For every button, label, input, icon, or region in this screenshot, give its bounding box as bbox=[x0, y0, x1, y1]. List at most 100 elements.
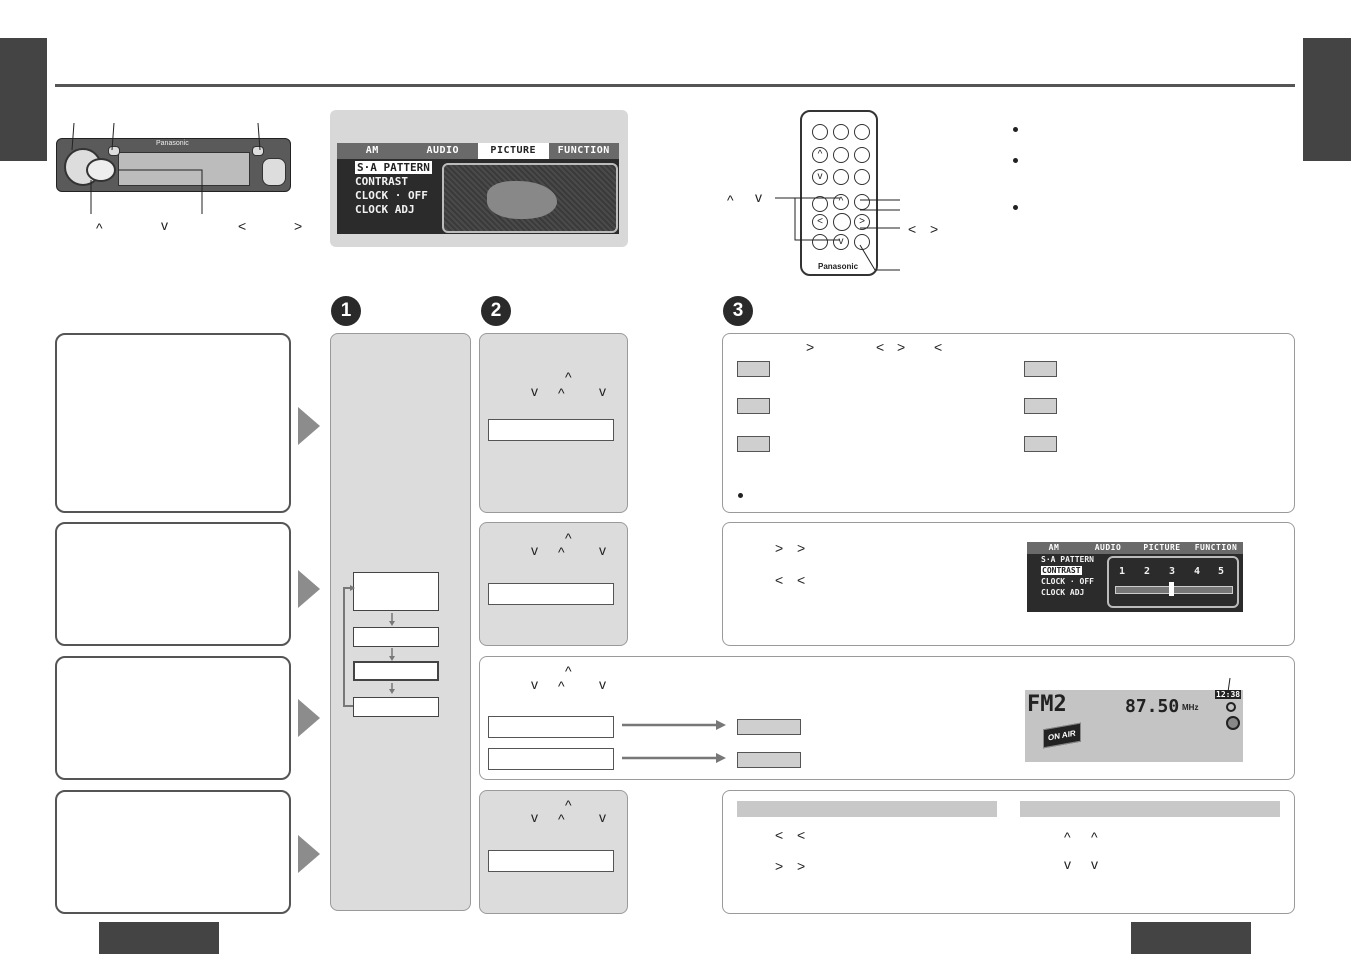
footer-page-tab-left bbox=[99, 922, 219, 954]
flow-box-4 bbox=[353, 697, 439, 717]
remote-brand: Panasonic bbox=[818, 262, 859, 271]
s3p4-left-glyph: < bbox=[775, 827, 784, 843]
contrast-display-tabs: AM AUDIO PICTURE FUNCTION bbox=[1027, 542, 1243, 554]
radio-unit: MHz bbox=[1182, 703, 1199, 712]
display-tab-am: AM bbox=[365, 145, 379, 156]
panel-1-arrow bbox=[298, 407, 320, 445]
radio-band: FM2 bbox=[1027, 692, 1067, 717]
p3-result-arrows bbox=[622, 720, 726, 763]
s2p1-down-glyph-2: v bbox=[599, 383, 606, 399]
remote-button bbox=[833, 169, 849, 185]
flow-box-3 bbox=[353, 661, 439, 681]
p3-option-box-2 bbox=[488, 748, 614, 770]
level-number-2: 2 bbox=[1144, 566, 1151, 577]
s3p1-left-glyph: < bbox=[876, 339, 885, 355]
s3p2-left-glyph: < bbox=[775, 572, 784, 588]
remote-button bbox=[854, 169, 870, 185]
display-tab-picture: PICTURE bbox=[478, 143, 549, 159]
panel-2-arrow bbox=[298, 570, 320, 608]
step-1-panel bbox=[330, 333, 471, 911]
s2p4-up-glyph: ^ bbox=[565, 797, 572, 813]
remote-joystick-left: < bbox=[812, 214, 828, 230]
s3p1-right-glyph: > bbox=[806, 339, 815, 355]
radio-clock: 12:38 bbox=[1215, 690, 1242, 699]
remote-joystick-right: > bbox=[854, 214, 870, 230]
remote-button bbox=[833, 147, 849, 163]
s2p2-down-glyph: v bbox=[531, 542, 538, 558]
note-bullet bbox=[1013, 158, 1018, 163]
display-item-contrast: CONTRAST bbox=[355, 175, 408, 188]
step-2-marker: 2 bbox=[481, 296, 511, 326]
left-section-tab bbox=[0, 38, 47, 161]
unit-up-glyph: ^ bbox=[96, 220, 103, 236]
step-1-marker: 1 bbox=[331, 296, 361, 326]
display-tab-function: FUNCTION bbox=[557, 145, 610, 156]
s3p4-down-glyph-2: v bbox=[1091, 856, 1098, 872]
radio-display: FM2 87.50 MHz 12:38 ON AIR bbox=[1025, 690, 1243, 762]
menu-display-tabs: AM AUDIO PICTURE FUNCTION bbox=[337, 143, 619, 159]
s3p1-left-glyph-2: < bbox=[934, 339, 943, 355]
p3-up-glyph: ^ bbox=[565, 663, 572, 679]
level-number-4: 4 bbox=[1194, 566, 1201, 577]
s2p2-result-box bbox=[488, 583, 614, 605]
s2p4-down-glyph-2: v bbox=[599, 809, 606, 825]
s2p1-result-box bbox=[488, 419, 614, 441]
unit-right-glyph: > bbox=[294, 218, 303, 234]
hour-header-bar bbox=[737, 801, 997, 817]
s2p4-down-glyph: v bbox=[531, 809, 538, 825]
on-air-badge: ON AIR bbox=[1043, 722, 1081, 749]
pattern-option-5 bbox=[1024, 398, 1057, 414]
pattern-option-2 bbox=[737, 398, 770, 414]
panel-4-arrow bbox=[298, 835, 320, 873]
head-unit-callouts bbox=[71, 122, 261, 214]
s3p1-right-glyph-2: > bbox=[897, 339, 906, 355]
right-section-tab bbox=[1303, 38, 1351, 161]
contrast-display: AM AUDIO PICTURE FUNCTION S·A PATTERN CO… bbox=[1027, 542, 1243, 612]
remote-up-glyph: ^ bbox=[727, 192, 734, 208]
p3-result-box-1 bbox=[737, 719, 801, 735]
mode-panel-2 bbox=[55, 522, 291, 646]
p3-result-box-2 bbox=[737, 752, 801, 768]
contrast-level-area bbox=[1107, 556, 1239, 608]
display-tab-audio: AUDIO bbox=[426, 145, 460, 156]
contrast-tab-picture: PICTURE bbox=[1143, 543, 1181, 552]
s3p4-right-glyph-2: > bbox=[797, 858, 806, 874]
s3p4-up-glyph: ^ bbox=[1064, 829, 1071, 845]
remote-right-glyph: > bbox=[930, 221, 939, 237]
step-3-panel-1 bbox=[722, 333, 1295, 513]
remote-callouts bbox=[775, 197, 900, 271]
s3p1-note-bullet bbox=[738, 493, 743, 498]
contrast-tab-function: FUNCTION bbox=[1194, 543, 1238, 552]
s3p2-left-glyph-2: < bbox=[797, 572, 806, 588]
level-number-3: 3 bbox=[1169, 566, 1176, 577]
flow-box-2 bbox=[353, 627, 439, 647]
p3-option-box-1 bbox=[488, 716, 614, 738]
s2p2-up-glyph: ^ bbox=[565, 530, 572, 546]
small-button-right bbox=[252, 146, 264, 156]
p3-up-glyph-2: ^ bbox=[558, 678, 565, 694]
contrast-tab-am: AM bbox=[1048, 543, 1060, 552]
display-item-clock-off: CLOCK · OFF bbox=[355, 189, 428, 202]
contrast-item-sa-pattern: S·A PATTERN bbox=[1041, 555, 1094, 564]
s2p1-up-glyph-2: ^ bbox=[558, 385, 565, 401]
s3p2-right-glyph-2: > bbox=[797, 540, 806, 556]
flow-box-1 bbox=[353, 572, 439, 611]
unit-down-glyph: v bbox=[161, 217, 168, 233]
level-number-5: 5 bbox=[1218, 566, 1225, 577]
level-number-1: 1 bbox=[1119, 566, 1126, 577]
pattern-option-6 bbox=[1024, 436, 1057, 452]
remote-joystick-center bbox=[833, 213, 851, 231]
footer-page-tab-right bbox=[1131, 922, 1251, 954]
eject-button bbox=[262, 158, 286, 186]
radio-indicator-icon bbox=[1226, 702, 1236, 712]
s2p2-up-glyph-2: ^ bbox=[558, 544, 565, 560]
remote-button bbox=[854, 147, 870, 163]
radio-frequency: 87.50 bbox=[1125, 696, 1180, 717]
contrast-slider-track bbox=[1115, 586, 1233, 594]
unit-left-glyph: < bbox=[238, 218, 247, 234]
radio-disc-icon bbox=[1226, 716, 1240, 730]
remote-button bbox=[812, 124, 828, 140]
p3-down-glyph: v bbox=[531, 676, 538, 692]
menu-display: AM AUDIO PICTURE FUNCTION S·A PATTERN CO… bbox=[337, 143, 619, 234]
remote-button bbox=[854, 124, 870, 140]
